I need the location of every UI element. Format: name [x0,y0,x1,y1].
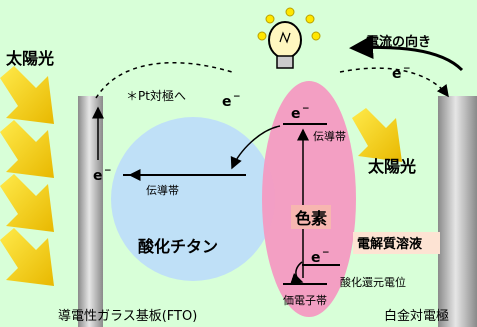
electron-top-label: e [222,94,232,110]
electron-redox-charge: − [322,248,330,258]
conduction-band-tio2-label: 伝導帯 [146,183,179,197]
pt-counter-label: ＊Pt対極へ [126,88,186,103]
dye-ellipse [262,81,356,317]
electron-fto-charge: − [104,166,112,176]
regeneration-arrow [290,261,304,285]
electrolyte-label: 電解質溶液 [357,236,422,252]
electron-fto-label: e [93,168,103,184]
sunlight-left-label: 太陽光 [5,49,54,68]
dye-label: 色素 [295,209,327,228]
current-direction-arrow [349,35,464,72]
electron-right-charge: − [403,64,411,74]
external-circuit-dashed [95,62,233,99]
fto-electrode [78,96,103,327]
pt-counter-electrode-label: 白金対電極 [384,308,449,324]
injection-arrow [230,125,281,170]
light-bulb-icon [257,7,321,69]
sunlight-arrow-icon [0,66,54,124]
sunlight-arrows-left [0,66,54,286]
electron-dye-lumo-label: e [291,106,301,122]
electron-dye-lumo-charge: − [302,104,310,114]
external-circuit-dashed-right [339,67,449,98]
electrolyte-label-box [353,232,440,254]
redox-potential-label: 酸化還元電位 [340,275,406,289]
valence-band-label: 価電子帯 [283,294,327,307]
sunlight-arrow-icon [0,228,54,286]
electron-top-charge: − [233,92,241,102]
titanium-oxide-label: 酸化チタン [138,237,218,256]
pt-counter-electrode [438,96,477,327]
sunlight-arrow-icon [352,108,402,162]
titanium-oxide-circle [111,117,275,281]
sunlight-arrow-icon [0,174,54,232]
conduction-band-dye-label: 伝導帯 [313,129,346,143]
electron-right-label: e [392,66,402,82]
dye-label-box [291,205,331,229]
electron-redox-label: e [311,250,321,266]
fto-substrate-label: 導電性ガラス基板(FTO) [58,309,197,324]
sunlight-right-label: 太陽光 [367,157,416,176]
sunlight-arrow-icon [0,120,54,178]
current-direction-label: 電流の向き [366,34,431,50]
